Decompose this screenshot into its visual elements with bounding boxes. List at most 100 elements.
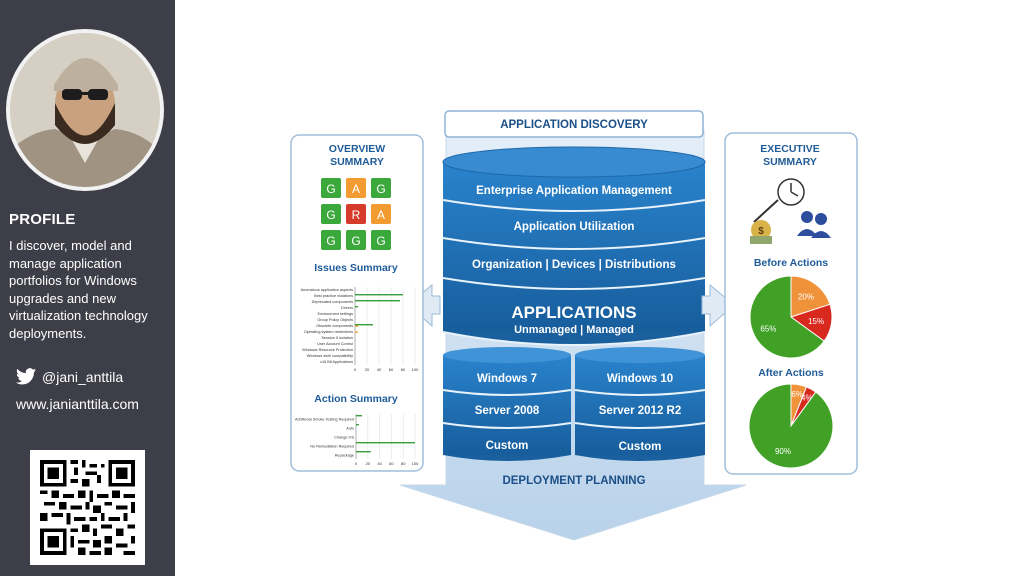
before-actions-title: Before Actions <box>754 257 828 269</box>
after-actions-title: After Actions <box>758 367 824 379</box>
twitter-icon <box>16 368 36 385</box>
tick-label: 60 <box>389 367 394 372</box>
tick-label: 20 <box>366 461 371 466</box>
users-icon <box>797 211 831 238</box>
website-link[interactable]: www.janianttila.com <box>16 396 139 412</box>
right-os-cylinder <box>574 347 706 461</box>
pie-label: 20% <box>798 292 814 301</box>
tick-label: 20 <box>365 367 370 372</box>
category-label: Change OS <box>334 435 354 439</box>
grade-letter: G <box>326 182 335 196</box>
executive-title-line1: EXECUTIVE <box>760 143 820 155</box>
grade-cell <box>371 178 391 198</box>
layer-management: Enterprise Application Management <box>476 185 672 197</box>
left-arrow <box>407 283 441 328</box>
category-label: Group Policy Objects <box>317 318 353 322</box>
bar <box>355 324 373 326</box>
grade-cell <box>321 204 341 224</box>
profile-sidebar: PROFILE I discover, model and manage app… <box>0 0 175 576</box>
executive-title-line2: SUMMARY <box>763 156 817 168</box>
category-label: Anomalous application aspects <box>301 288 353 292</box>
bar <box>356 451 371 453</box>
svg-text:$: $ <box>758 226 764 237</box>
application-cylinder <box>442 146 706 346</box>
discovery-banner <box>444 110 704 138</box>
left-os-3: Custom <box>486 440 529 452</box>
left-os-2: Server 2008 <box>475 405 540 417</box>
avatar <box>6 29 164 191</box>
grade-cell <box>321 178 341 198</box>
category-label: Environment settings <box>318 312 354 316</box>
tick-label: 80 <box>401 461 406 466</box>
after-actions-pie: 6%4% 90% <box>748 383 834 469</box>
tick-label: 100 <box>412 367 419 372</box>
tick-label: 100 <box>412 461 419 466</box>
applications-subtitle: Unmanaged | Managed <box>514 324 634 336</box>
grade-cell <box>321 230 341 250</box>
left-os-1: Windows 7 <box>477 373 537 385</box>
grade-cell <box>346 178 366 198</box>
pie-label: 15% <box>808 317 824 326</box>
category-label: Additional Smoke Testing Required <box>295 417 354 421</box>
layer-organization: Organization | Devices | Distributions <box>472 259 676 271</box>
executive-illustration: $ <box>750 178 831 244</box>
category-label: Session 0 isolation <box>321 336 353 340</box>
bar <box>355 300 400 302</box>
bar <box>355 294 403 296</box>
deployment-label: DEPLOYMENT PLANNING <box>502 475 645 487</box>
twitter-handle: @jani_anttila <box>42 368 124 385</box>
category-label: No Remediation Required <box>310 444 354 448</box>
category-label: Windows shell compatibility <box>307 354 353 358</box>
pie-label: 4% <box>801 393 813 402</box>
tick-label: 80 <box>401 367 406 372</box>
action-summary-title: Action Summary <box>314 393 398 405</box>
pie-label: 6% <box>791 390 803 399</box>
qr-code <box>30 450 145 565</box>
issues-summary-title: Issues Summary <box>314 262 398 274</box>
layer-utilization: Application Utilization <box>514 221 635 233</box>
pie-label: 90% <box>775 447 791 456</box>
category-label: x16 Bit Applications <box>320 360 353 364</box>
bar <box>356 415 362 417</box>
bar <box>355 306 358 308</box>
category-label: User Account Control <box>317 342 353 346</box>
grade-letter: G <box>376 234 385 248</box>
money-bag-icon: $ <box>750 220 772 244</box>
category-label: Obsolete components <box>316 324 353 328</box>
overview-title-line1: OVERVIEW <box>329 143 385 155</box>
tick-label: 40 <box>377 367 382 372</box>
bar <box>355 325 358 327</box>
grade-cell <box>371 230 391 250</box>
twitter-link[interactable]: @jani_anttila <box>16 368 123 385</box>
right-os-1: Windows 10 <box>607 373 673 385</box>
grade-cell <box>346 204 366 224</box>
grade-letter: G <box>351 234 360 248</box>
bar <box>356 442 415 444</box>
pie-slice <box>749 275 825 359</box>
left-os-cylinder <box>442 347 572 461</box>
category-label: Drivers <box>341 306 353 310</box>
discovery-label: APPLICATION DISCOVERY <box>500 119 648 131</box>
grade-cell <box>346 230 366 250</box>
pie-label: 65% <box>760 325 776 334</box>
tick-label: 0 <box>354 367 357 372</box>
category-label: Windows Resource Protection <box>302 348 353 352</box>
profile-heading: PROFILE <box>9 211 76 228</box>
grade-cell <box>371 204 391 224</box>
application-lifecycle-diagram: APPLICATION DISCOVERY Enterprise Applica… <box>284 100 864 550</box>
category-label: Repackage <box>335 453 354 457</box>
grade-letter: G <box>326 208 335 222</box>
overview-title-line2: SUMMARY <box>330 156 384 168</box>
category-label: Best practice violations <box>314 294 353 298</box>
bar <box>356 424 359 426</box>
profile-description: I discover, model and manage application… <box>9 238 148 341</box>
right-os-3: Custom <box>619 441 662 453</box>
tick-label: 40 <box>377 461 382 466</box>
tick-label: 0 <box>355 461 358 466</box>
applications-title: APPLICATIONS <box>511 303 636 322</box>
pie-slice <box>748 383 834 469</box>
grade-letter: A <box>377 208 385 222</box>
